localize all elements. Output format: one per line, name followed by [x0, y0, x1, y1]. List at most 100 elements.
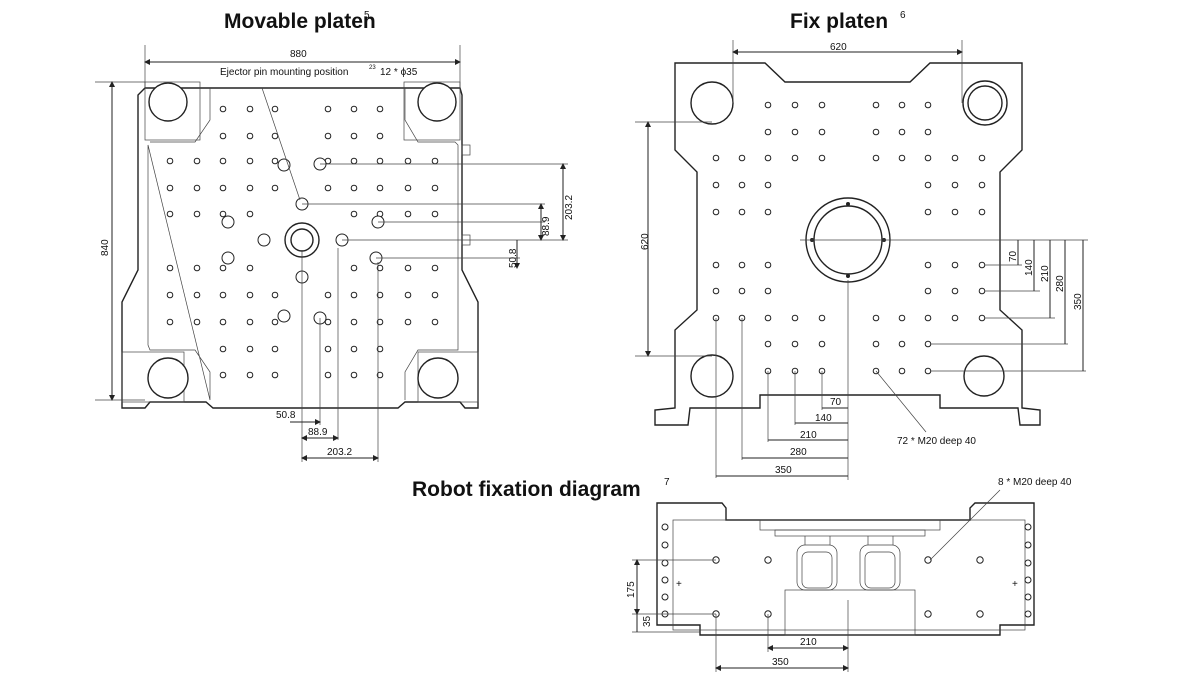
- fix-tapped-hole: [791, 314, 799, 322]
- robot-side-hole-right: [1024, 610, 1032, 618]
- fix-tapped-hole: [978, 208, 986, 216]
- movable-tapped-hole: [376, 184, 384, 192]
- robot-side-holes: [661, 523, 1032, 618]
- movable-tapped-hole: [193, 318, 201, 326]
- movable-tapped-hole: [219, 291, 227, 299]
- movable-tapped-hole: [431, 318, 439, 326]
- fix-tapped-hole: [764, 128, 772, 136]
- fix-tapped-hole: [791, 154, 799, 162]
- movable-tiebar-box-tl: [144, 81, 201, 141]
- movable-tapped-hole: [246, 210, 254, 218]
- robot-title-text: Robot fixation diagram: [412, 478, 641, 501]
- movable-tapped-hole: [193, 184, 201, 192]
- movable-tapped-hole: [324, 345, 332, 353]
- fix-tapped-hole: [818, 340, 826, 348]
- robot-side-hole-right: [1024, 593, 1032, 601]
- fix-tapped-hole: [951, 314, 959, 322]
- movable-tapped-hole: [431, 210, 439, 218]
- movable-tapped-hole: [246, 105, 254, 113]
- rv-dim-35-label: 35: [642, 615, 653, 627]
- rh-dim-350-label: 350: [772, 657, 789, 668]
- movable-tapped-hole: [166, 318, 174, 326]
- movable-tapped-hole: [324, 318, 332, 326]
- robot-fixation-title: Robot fixation diagram 7: [412, 477, 670, 501]
- movable-tiebar-hole-br: [417, 357, 459, 399]
- movable-title-text: Movable platen: [224, 10, 376, 33]
- movable-width-label: 880: [290, 49, 307, 60]
- movable-tapped-hole: [166, 291, 174, 299]
- fb-dim-210-label: 210: [800, 430, 817, 441]
- movable-center-hole-inner: [290, 228, 314, 252]
- fix-tiebar-hole-tr-inner: [967, 85, 1003, 121]
- fix-tapped-hole: [924, 261, 932, 269]
- fix-tapped-hole: [951, 261, 959, 269]
- fix-tapped-hole: [712, 154, 720, 162]
- fix-tapped-hole: [818, 128, 826, 136]
- fix-tapped-hole: [951, 154, 959, 162]
- robot-base-block: [784, 589, 916, 636]
- robot-title-sup: 7: [664, 477, 670, 488]
- fr-dim-280-label: 280: [1055, 275, 1066, 292]
- movable-tapped-hole: [404, 318, 412, 326]
- fix-tapped-hole: [818, 154, 826, 162]
- fix-tapped-hole: [738, 261, 746, 269]
- movable-tapped-hole: [431, 184, 439, 192]
- movable-tapped-hole: [431, 264, 439, 272]
- movable-tapped-hole: [376, 371, 384, 379]
- fr-dim-350-label: 350: [1073, 293, 1084, 310]
- movable-tapped-hole: [193, 157, 201, 165]
- fix-tapped-hole: [898, 154, 906, 162]
- fix-tapped-hole: [712, 287, 720, 295]
- fix-tapped-hole: [978, 261, 986, 269]
- fix-platen-title: Fix platen 6: [790, 10, 906, 33]
- fix-tapped-hole: [924, 101, 932, 109]
- fix-tapped-hole: [791, 101, 799, 109]
- fix-tiebar-hole-br: [963, 355, 1005, 397]
- movable-tapped-hole: [376, 345, 384, 353]
- fix-tapped-hole: [898, 101, 906, 109]
- fix-tapped-hole: [764, 101, 772, 109]
- robot-side-hole-right: [1024, 559, 1032, 567]
- fix-tapped-hole: [764, 154, 772, 162]
- fix-tapped-hole: [872, 314, 880, 322]
- robot-left-clamp-outer: [796, 544, 838, 591]
- movable-tiebar-hole-bl: [147, 357, 189, 399]
- rh-dim-210-label: 210: [800, 637, 817, 648]
- robot-right-clamp-outer: [859, 544, 901, 591]
- robot-left-clamp-inner: [801, 551, 833, 589]
- movable-tapped-hole: [350, 132, 358, 140]
- fix-tapped-hole: [898, 340, 906, 348]
- fix-title-sup: 6: [900, 10, 906, 21]
- fix-tapped-hole: [764, 181, 772, 189]
- movable-title-sup: 5: [364, 10, 370, 21]
- movable-tapped-hole: [246, 157, 254, 165]
- fix-tapped-hole: [924, 181, 932, 189]
- fix-tapped-hole: [951, 287, 959, 295]
- ejector-leader-line: [261, 87, 301, 201]
- fix-tapped-hole: [924, 208, 932, 216]
- movable-tapped-hole: [376, 157, 384, 165]
- movable-tapped-hole: [271, 105, 279, 113]
- movable-tiebar-hole-tl: [148, 82, 188, 122]
- fb-dim-280-label: 280: [790, 447, 807, 458]
- movable-tapped-hole: [246, 184, 254, 192]
- fix-tapped-hole: [712, 181, 720, 189]
- movable-tapped-hole: [376, 264, 384, 272]
- fix-tapped-hole: [764, 340, 772, 348]
- fix-tapped-hole: [712, 261, 720, 269]
- movable-tapped-hole: [246, 291, 254, 299]
- movable-tapped-hole: [219, 210, 227, 218]
- ejector-spec-text: 12 * ϕ35: [380, 67, 418, 78]
- movable-platen-drawing: 880 840 Ejector pin mounting position 23…: [95, 45, 575, 462]
- fix-hole-grid: [712, 101, 986, 375]
- movable-ejector-hole: [221, 215, 235, 229]
- movable-platen-inner-line: [147, 88, 459, 401]
- movable-tapped-hole: [376, 132, 384, 140]
- fix-tapped-hole: [764, 314, 772, 322]
- fb-dim-70-label: 70: [830, 397, 842, 408]
- mv-dim-50-8-label: 50.8: [508, 248, 519, 268]
- movable-tapped-hole: [404, 157, 412, 165]
- movable-tapped-hole: [271, 132, 279, 140]
- fix-tapped-hole: [924, 314, 932, 322]
- movable-tapped-hole: [246, 132, 254, 140]
